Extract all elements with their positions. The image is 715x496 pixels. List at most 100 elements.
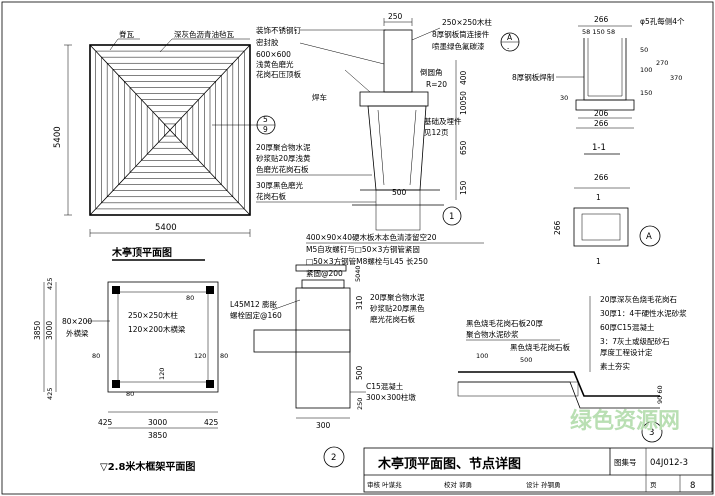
svg-text:30厚1：4干硬性水泥砂浆: 30厚1：4干硬性水泥砂浆 bbox=[600, 308, 687, 318]
svg-text:206: 206 bbox=[594, 109, 609, 118]
svg-text:页: 页 bbox=[650, 481, 657, 489]
detail1-post bbox=[383, 29, 413, 93]
svg-text:□50×3方钢管M8螺栓与L45 长250: □50×3方钢管M8螺栓与L45 长250 bbox=[306, 256, 428, 266]
svg-text:10050: 10050 bbox=[459, 91, 468, 115]
frame-outer bbox=[107, 281, 219, 393]
svg-text:审核 叶谋兆: 审核 叶谋兆 bbox=[367, 480, 402, 489]
detail1-foundation bbox=[375, 189, 421, 231]
svg-text:266: 266 bbox=[553, 220, 562, 235]
svg-text:60厚C15混凝土: 60厚C15混凝土 bbox=[600, 322, 655, 332]
svg-text:266: 266 bbox=[594, 15, 609, 24]
svg-text:A: A bbox=[507, 33, 513, 42]
detail1-cap bbox=[359, 91, 429, 107]
svg-text:3：7灰土或级配砂石: 3：7灰土或级配砂石 bbox=[600, 336, 670, 346]
svg-text:3850: 3850 bbox=[33, 321, 42, 340]
svg-text:80: 80 bbox=[126, 390, 134, 398]
detail1-right-labels: 250×250木柱 8厚钢板筒连接件 喷墨绿色氟碳漆 A - 倒圆角 R=20 … bbox=[411, 17, 520, 137]
svg-text:色磨光花岗石板: 色磨光花岗石板 bbox=[256, 164, 309, 174]
detail-3: 黑色烧毛花岗石板20厚 聚合物水泥砂浆 黑色烧毛花岗石板 100 500 90 … bbox=[457, 294, 687, 443]
detail1-column bbox=[367, 105, 427, 191]
svg-text:外横梁: 外横梁 bbox=[66, 328, 89, 338]
svg-text:密封胶: 密封胶 bbox=[256, 37, 279, 47]
svg-text:650: 650 bbox=[459, 140, 468, 155]
svg-text:黑色烧毛花岗石板20厚: 黑色烧毛花岗石板20厚 bbox=[466, 318, 544, 328]
svg-text:黑色烧毛花岗石板: 黑色烧毛花岗石板 bbox=[510, 342, 570, 352]
svg-text:R=20: R=20 bbox=[426, 80, 447, 89]
svg-text:1: 1 bbox=[596, 257, 601, 266]
svg-text:倒圆角: 倒圆角 bbox=[420, 67, 443, 77]
detail2-circle bbox=[323, 446, 345, 468]
svg-text:20厚聚合物水泥: 20厚聚合物水泥 bbox=[370, 292, 425, 302]
svg-text:M5自攻螺钉与□50×3方钢管紧固: M5自攻螺钉与□50×3方钢管紧固 bbox=[306, 244, 420, 254]
section-1-1-title: 1-1 bbox=[592, 143, 606, 153]
svg-text:400: 400 bbox=[459, 70, 468, 85]
svg-text:3: 3 bbox=[649, 428, 654, 438]
roof-tile-lines bbox=[95, 50, 245, 210]
svg-text:1: 1 bbox=[596, 193, 601, 202]
svg-text:花岗石压顶板: 花岗石压顶板 bbox=[256, 69, 301, 79]
ref-num: 5 bbox=[263, 115, 268, 124]
svg-text:80: 80 bbox=[186, 294, 194, 302]
roof-ridge-2 bbox=[89, 44, 251, 216]
dim-roof-width: 5400 bbox=[155, 223, 177, 233]
svg-text:300: 300 bbox=[316, 421, 331, 430]
roof-outline bbox=[89, 44, 251, 216]
post-tl bbox=[112, 286, 120, 294]
svg-text:L45M12 膨胀: L45M12 膨胀 bbox=[230, 299, 278, 309]
detail-a-plan: 266 266 1 1 A bbox=[553, 173, 661, 266]
svg-text:120: 120 bbox=[158, 368, 166, 380]
svg-text:120×200木横梁: 120×200木横梁 bbox=[128, 324, 186, 334]
label-ridge-tile: 脊瓦 bbox=[119, 29, 134, 39]
ref-sheet: 9 bbox=[263, 125, 268, 134]
roof-plan-title: 木亭顶平面图 bbox=[111, 246, 172, 259]
svg-text:600×600: 600×600 bbox=[256, 50, 291, 59]
post-bl bbox=[112, 380, 120, 388]
svg-text:20厚深灰色烧毛花岗石: 20厚深灰色烧毛花岗石 bbox=[600, 294, 678, 304]
frame-plan: 425 3000 425 3850 3850 3000 425 425 80×2… bbox=[33, 278, 228, 473]
svg-text:3850: 3850 bbox=[148, 431, 167, 440]
svg-text:基础及埋件: 基础及埋件 bbox=[424, 116, 462, 126]
svg-text:聚合物水泥砂浆: 聚合物水泥砂浆 bbox=[466, 329, 519, 339]
svg-text:校对 郭勇: 校对 郭勇 bbox=[444, 480, 472, 489]
svg-text:150: 150 bbox=[640, 89, 652, 97]
post-br bbox=[206, 380, 214, 388]
svg-text:400×90×40硬木板木本色清漆留空20: 400×90×40硬木板木本色清漆留空20 bbox=[306, 232, 437, 242]
svg-text:425: 425 bbox=[46, 278, 54, 290]
svg-text:3000: 3000 bbox=[148, 418, 167, 427]
section-1-1: 266 58 150 58 φ5孔每侧4个 8厚钢板焊制 30 206 266 … bbox=[512, 15, 685, 155]
svg-text:500: 500 bbox=[520, 356, 532, 364]
svg-text:花岗石板: 花岗石板 bbox=[256, 191, 286, 201]
svg-text:-: - bbox=[507, 44, 510, 52]
detail3-circle bbox=[641, 421, 663, 443]
svg-text:250: 250 bbox=[356, 398, 364, 410]
svg-text:砂浆贴20厚黑色: 砂浆贴20厚黑色 bbox=[370, 303, 425, 313]
svg-text:500: 500 bbox=[355, 365, 364, 380]
svg-text:C15混凝土: C15混凝土 bbox=[366, 381, 404, 391]
watermark: 绿色资源网 bbox=[570, 408, 680, 434]
post-tr bbox=[206, 286, 214, 294]
sheet-title: 木亭顶平面图、节点详图 bbox=[377, 456, 521, 472]
svg-text:5040: 5040 bbox=[354, 265, 362, 282]
dim-roof-height: 5400 bbox=[53, 126, 63, 148]
svg-text:喷墨绿色氟碳漆: 喷墨绿色氟碳漆 bbox=[432, 41, 485, 51]
svg-text:浅黄色磨光: 浅黄色磨光 bbox=[256, 59, 294, 69]
svg-text:2: 2 bbox=[331, 453, 336, 463]
svg-text:紧固@200: 紧固@200 bbox=[306, 269, 343, 278]
svg-text:300×300柱墩: 300×300柱墩 bbox=[366, 392, 416, 402]
svg-text:80×200: 80×200 bbox=[62, 317, 92, 326]
svg-text:设计 孙钢勇: 设计 孙钢勇 bbox=[526, 480, 561, 489]
frame-inner bbox=[117, 291, 209, 383]
label-asphalt-tile: 深灰色沥青油毡瓦 bbox=[174, 29, 234, 39]
svg-text:370: 370 bbox=[670, 74, 682, 82]
svg-text:砂浆贴20厚浅黄: 砂浆贴20厚浅黄 bbox=[256, 153, 311, 163]
svg-text:310: 310 bbox=[355, 295, 364, 310]
title-block: 木亭顶平面图、节点详图 图集号 04J012-3 审核 叶谋兆 校对 郭勇 设计… bbox=[363, 447, 713, 493]
svg-text:厚度工程设计定: 厚度工程设计定 bbox=[600, 347, 653, 357]
page-number: 8 bbox=[690, 481, 695, 491]
svg-text:100: 100 bbox=[640, 66, 652, 74]
svg-text:150: 150 bbox=[459, 180, 468, 195]
svg-text:58 150 58: 58 150 58 bbox=[582, 28, 615, 36]
detail1-dim-500: 500 bbox=[392, 188, 407, 197]
